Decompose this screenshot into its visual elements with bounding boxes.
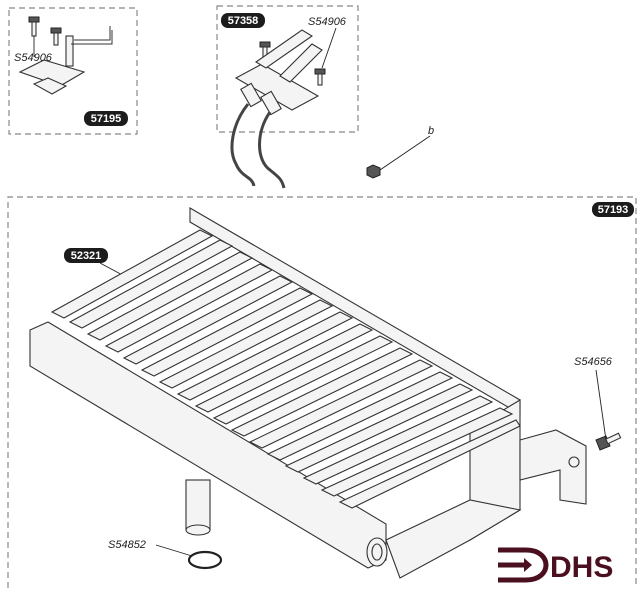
screw-icon [314, 68, 326, 86]
svg-text:57195: 57195 [91, 113, 122, 125]
label-nut-b: b [428, 125, 434, 137]
group-box-57193 [7, 196, 637, 588]
screw-icon [50, 27, 62, 46]
badge-52321: 52321 [64, 248, 108, 263]
svg-text:57193: 57193 [598, 204, 629, 216]
electrode-assembly-57358 [230, 29, 326, 189]
group-box-57195 [8, 7, 138, 135]
seal-ring-icon [187, 550, 223, 570]
screw-icon [595, 432, 622, 451]
screw-icon [259, 41, 271, 59]
label-seal-s54852: S54852 [108, 539, 146, 551]
label-screw-s54906-left: S54906 [14, 52, 53, 64]
burner-bars [50, 229, 521, 509]
badge-57195: 57195 [84, 111, 128, 126]
label-screw-s54656: S54656 [574, 356, 613, 368]
badge-57193: 57193 [592, 202, 634, 217]
screw-icon [28, 16, 40, 37]
burner-assembly-52321 [29, 207, 587, 579]
group-box-57358 [216, 5, 359, 133]
logo-text: DHS [550, 551, 613, 584]
dhs-logo: DHS [498, 547, 613, 584]
svg-text:57358: 57358 [228, 15, 259, 27]
svg-text:52321: 52321 [71, 250, 102, 262]
nut-icon [366, 164, 381, 179]
electrode-assembly-57195 [18, 16, 113, 95]
label-screw-s54906-mid: S54906 [308, 16, 347, 28]
badge-57358: 57358 [221, 13, 265, 28]
